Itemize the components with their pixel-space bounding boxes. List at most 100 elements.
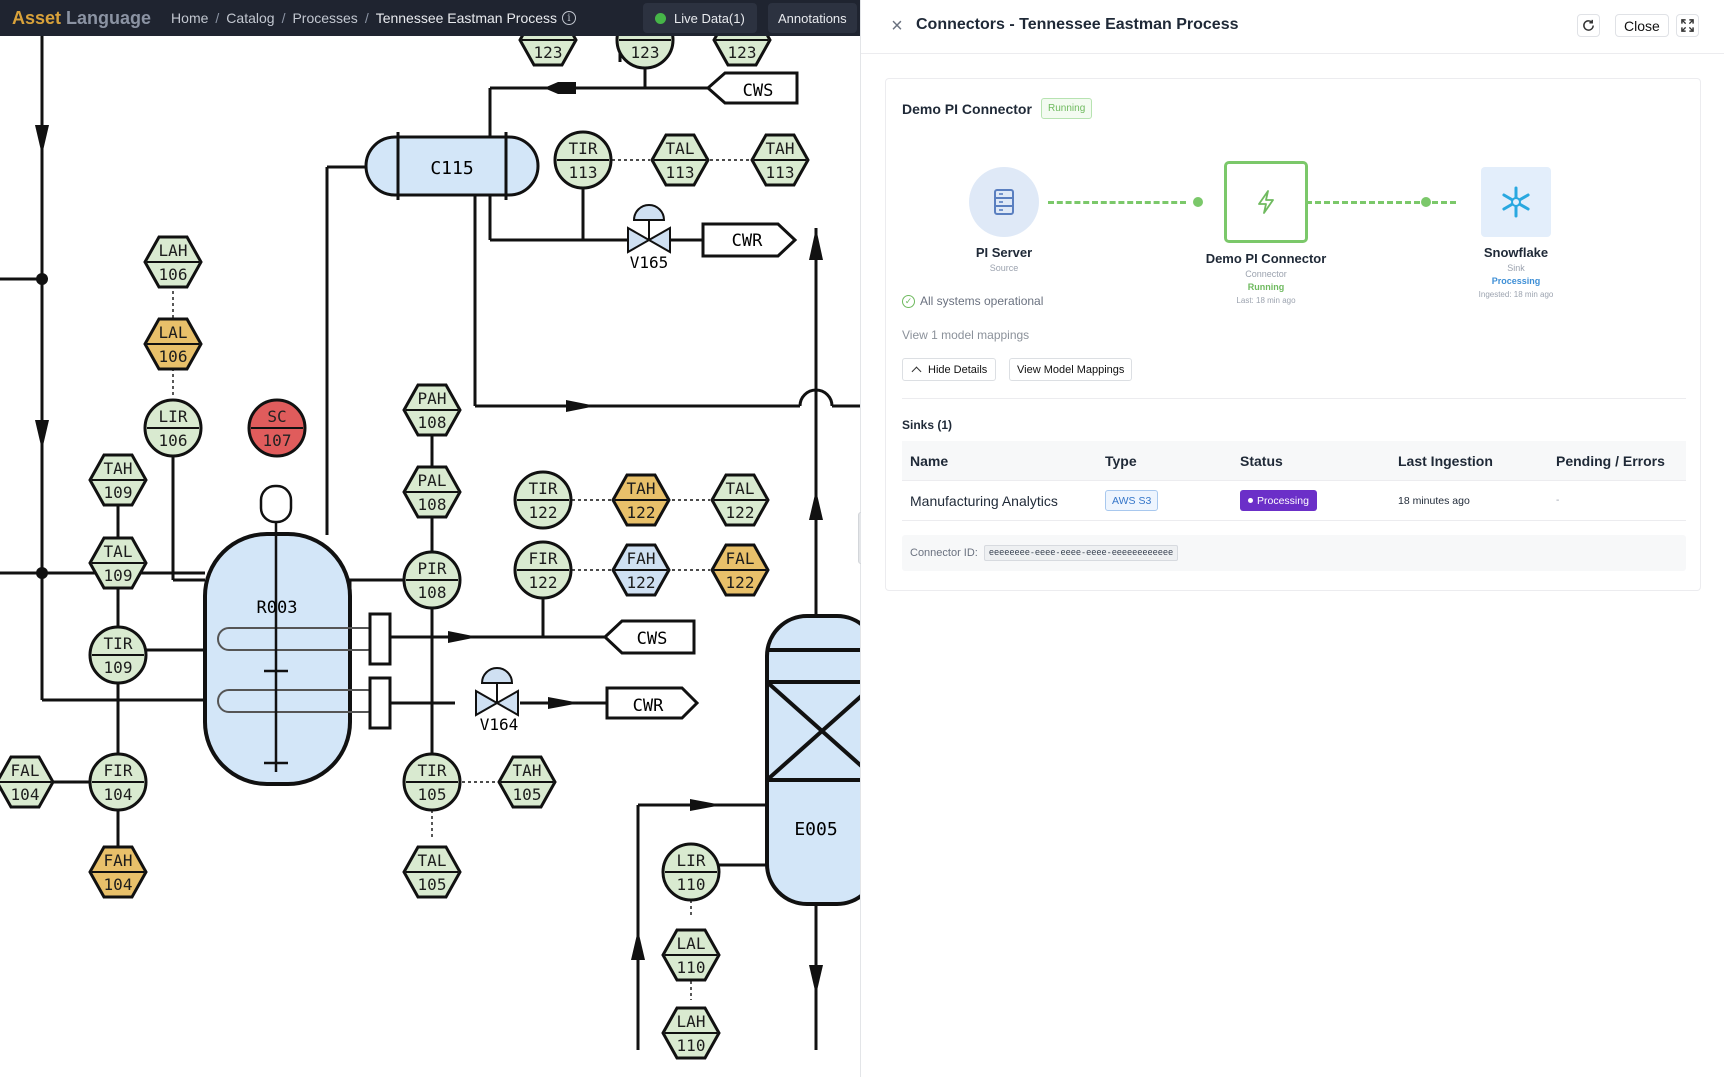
instrument-tag[interactable]: TAL 109 <box>88 536 148 590</box>
breadcrumb-catalog[interactable]: Catalog <box>226 10 275 26</box>
tag-letters: LIR <box>677 851 706 870</box>
tag-letters: TAL <box>104 542 133 561</box>
tag-letters: FAL <box>726 549 755 568</box>
column-header-type[interactable]: Type <box>1105 452 1137 469</box>
info-icon[interactable]: i <box>562 11 577 25</box>
source-node[interactable]: PI Server Source <box>956 167 1052 273</box>
live-status-dot <box>655 12 666 24</box>
process-diagram[interactable]: C115 R003 E005 <box>0 36 860 1077</box>
live-data-button[interactable]: Live Data(1) <box>643 3 757 33</box>
instrument-tag[interactable]: 123 <box>712 36 772 67</box>
tag-number: 122 <box>529 503 558 522</box>
instrument-tag[interactable]: 123 <box>615 36 675 70</box>
tag-letters: FIR <box>104 761 133 780</box>
sink-row-type: AWS S3 <box>1097 490 1232 511</box>
brand-secondary: Language <box>66 7 152 28</box>
exchanger-e005[interactable]: E005 <box>765 614 860 906</box>
breadcrumb: Home / Catalog / Processes / Tennessee E… <box>171 10 577 26</box>
view-mappings-link[interactable]: View 1 model mappings <box>902 328 1030 342</box>
tag-letters: LAL <box>677 934 706 953</box>
table-row[interactable]: Manufacturing Analytics AWS S3 Processin… <box>902 481 1686 521</box>
valve-v165[interactable]: V165 <box>627 204 671 272</box>
tag-number: 109 <box>104 566 133 585</box>
tag-number: 113 <box>569 163 598 182</box>
tag-number: 108 <box>418 495 447 514</box>
stream-cwr-mid[interactable]: CWR <box>605 686 700 720</box>
sinks-title: Sinks (1) <box>902 418 953 432</box>
expand-button[interactable] <box>1676 14 1699 37</box>
instrument-tag[interactable]: TIR 113 <box>553 130 613 190</box>
column-header-name[interactable]: Name <box>910 452 949 469</box>
tag-letters: LIR <box>159 407 188 426</box>
refresh-button[interactable] <box>1577 14 1600 37</box>
chevron-up-icon <box>911 366 922 376</box>
column-header-last-ingestion[interactable]: Last Ingestion <box>1398 452 1493 469</box>
tag-letters: TIR <box>569 139 598 158</box>
column-c115[interactable]: C115 <box>364 132 540 200</box>
sink-node[interactable]: Snowflake Sink Processing Ingested: 18 m… <box>1466 167 1566 299</box>
status-badge: Running <box>1041 98 1093 119</box>
view-model-mappings-button[interactable]: View Model Mappings <box>1009 358 1133 381</box>
tag-letters: TAL <box>666 139 695 158</box>
sink-status: Processing <box>1491 276 1541 286</box>
sink-row-last-ingestion: 18 minutes ago <box>1398 494 1470 507</box>
reactor-r003[interactable]: R003 <box>203 484 392 786</box>
breadcrumb-home[interactable]: Home <box>171 10 209 26</box>
close-button[interactable]: Close <box>1615 14 1669 37</box>
close-icon[interactable]: × <box>891 15 903 37</box>
stream-cwr-top[interactable]: CWR <box>701 222 798 258</box>
hide-details-button[interactable]: Hide Details <box>902 358 997 381</box>
column-header-status[interactable]: Status <box>1240 452 1283 469</box>
connector-node-role: Connector <box>1245 269 1287 279</box>
brand-primary: Asset <box>12 7 62 28</box>
tag-number: 122 <box>627 573 656 592</box>
connector-node[interactable]: Demo PI Connector Connector Running Last… <box>1191 161 1341 305</box>
tag-number: 110 <box>677 1036 706 1055</box>
tag-number: 106 <box>159 265 188 284</box>
instrument-tag[interactable]: LAH 110 <box>661 1006 721 1060</box>
stream-cws-mid[interactable]: CWS <box>602 619 696 655</box>
breadcrumb-processes[interactable]: Processes <box>292 10 358 26</box>
annotations-button[interactable]: Annotations <box>768 3 857 33</box>
check-circle-icon: ✓ <box>902 294 915 308</box>
sink-row-name: Manufacturing Analytics <box>910 492 1058 509</box>
column-header-pending-errors[interactable]: Pending / Errors <box>1556 452 1665 469</box>
tag-number: 113 <box>766 163 795 182</box>
tag-letters: LAH <box>677 1012 706 1031</box>
sink-row-pending: - <box>1556 495 1560 506</box>
connector-id-label: Connector ID: <box>910 547 978 559</box>
connector-node-name: Demo PI Connector <box>1205 251 1327 266</box>
stream-cws-top[interactable]: CWS <box>705 71 799 105</box>
instrument-tag[interactable]: 123 <box>518 36 578 67</box>
valve-v164[interactable]: V164 <box>475 667 519 734</box>
connector-id-value[interactable]: eeeeeeee-eeee-eeee-eeee-eeeeeeeeeeee <box>983 545 1179 561</box>
divider <box>902 398 1686 399</box>
stream-label: CWS <box>637 629 668 649</box>
